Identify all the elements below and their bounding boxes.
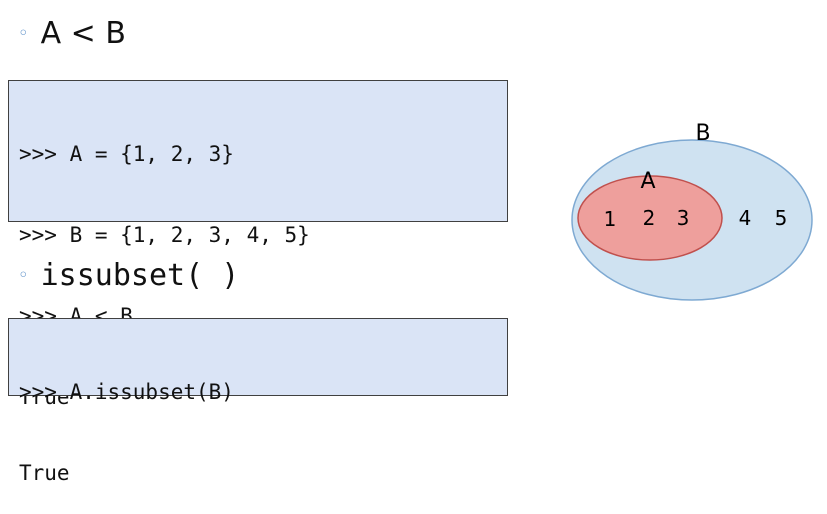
bullet-icon: ◦ — [18, 23, 29, 44]
set-b-label: B — [695, 121, 710, 146]
section2-heading: issubset( ) — [40, 258, 240, 293]
bullet-icon: ◦ — [18, 265, 29, 286]
section1-heading: A < B — [40, 16, 126, 51]
element-4: 4 — [739, 206, 752, 230]
code-block-1: >>> A = {1, 2, 3} >>> B = {1, 2, 3, 4, 5… — [8, 80, 508, 409]
code-block-2: >>> A.issubset(B) True — [8, 318, 508, 485]
section2-heading-row: ◦ issubset( ) — [18, 258, 239, 293]
element-3: 3 — [677, 206, 690, 230]
venn-diagram: B A 1 2 3 4 5 — [571, 121, 813, 301]
set-a-label: A — [640, 169, 655, 194]
code-line: >>> A = {1, 2, 3} — [19, 142, 234, 166]
element-5: 5 — [775, 206, 788, 230]
element-2: 2 — [643, 206, 656, 230]
code-line: >>> A.issubset(B) — [19, 380, 234, 404]
set-a-ellipse — [577, 175, 723, 261]
section1-heading-row: ◦ A < B — [18, 16, 126, 51]
code-line: True — [19, 461, 70, 485]
code-line: >>> B = {1, 2, 3, 4, 5} — [19, 223, 310, 247]
element-1: 1 — [604, 207, 617, 231]
